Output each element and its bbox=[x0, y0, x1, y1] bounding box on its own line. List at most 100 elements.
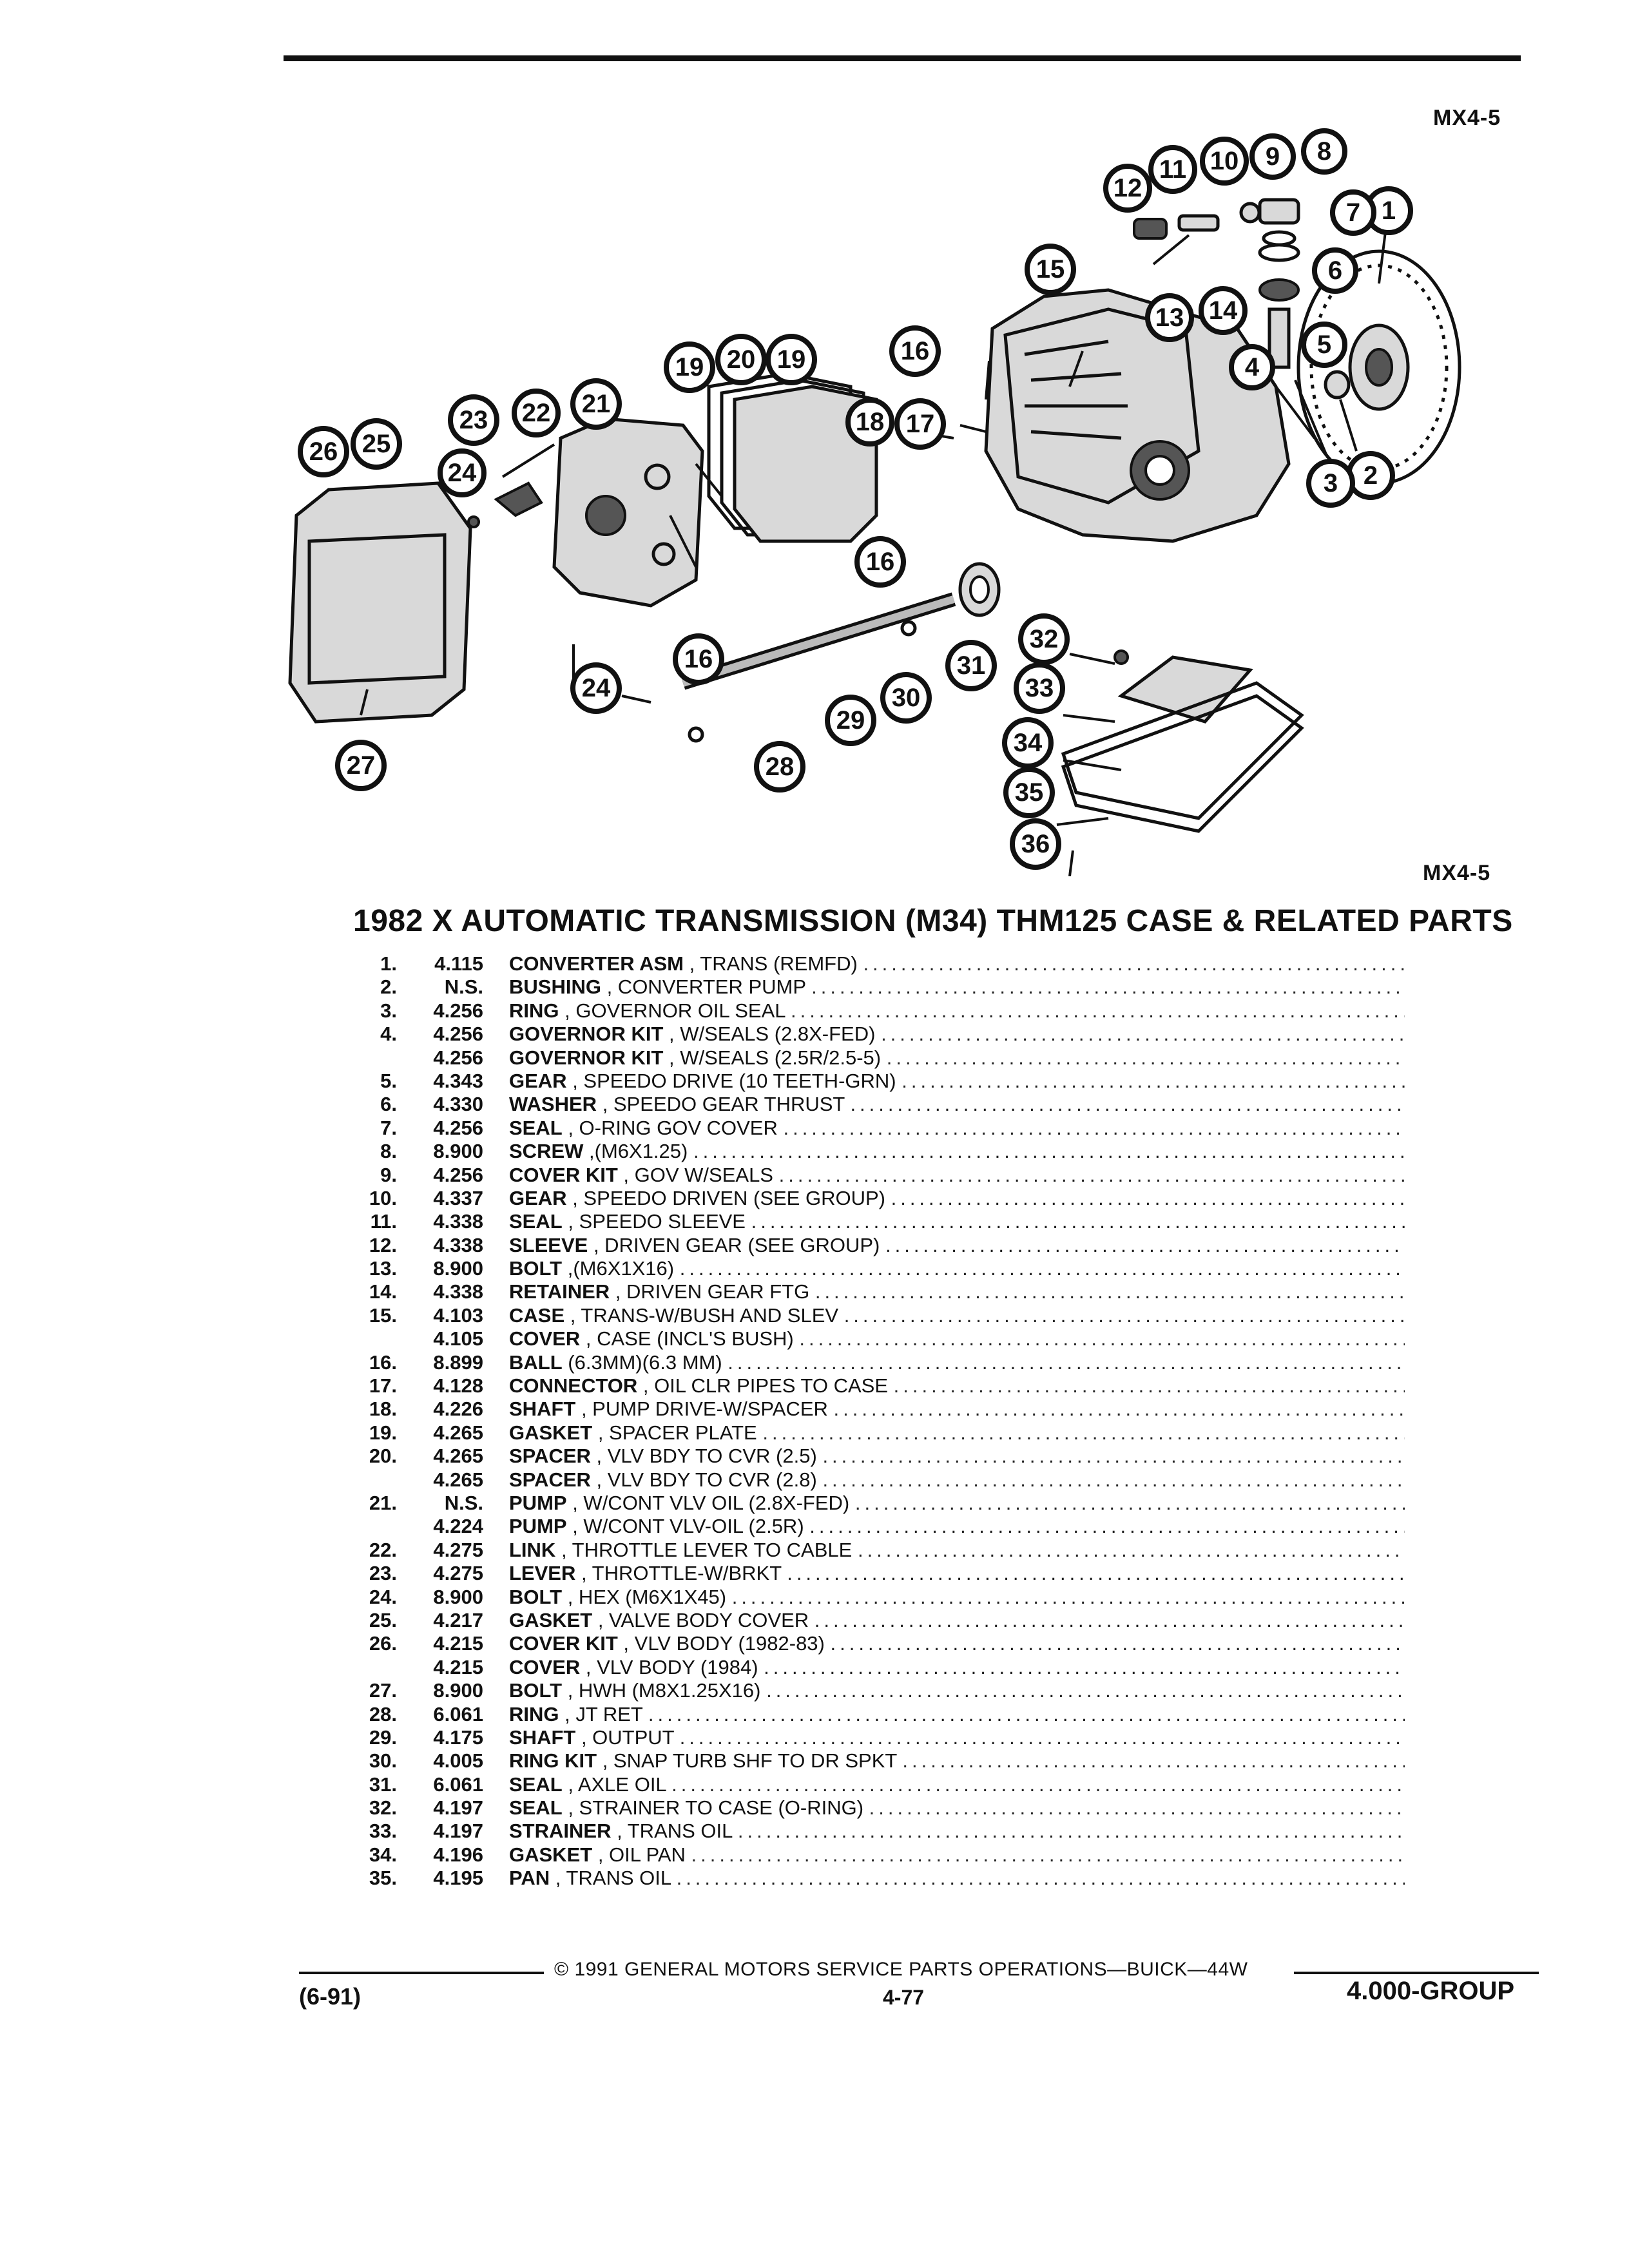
leader-dots: ........................................… bbox=[815, 1280, 1405, 1303]
item-number: 33. bbox=[369, 1820, 397, 1843]
leader-dots: ........................................… bbox=[822, 1445, 1405, 1468]
part-description: GOVERNOR KIT , W/SEALS (2.5R/2.5-5) ....… bbox=[509, 1046, 1405, 1070]
part-detail: , TRANS OIL bbox=[617, 1820, 733, 1843]
part-description: SEAL , SPEEDO SLEEVE ...................… bbox=[509, 1210, 1405, 1233]
page-title: 1982 X AUTOMATIC TRANSMISSION (M34) THM1… bbox=[353, 904, 1513, 938]
group-code: 4.197 bbox=[433, 1796, 483, 1820]
svg-text:23: 23 bbox=[459, 406, 488, 434]
part-name: BALL bbox=[509, 1350, 563, 1374]
part-description: COVER KIT , GOV W/SEALS ................… bbox=[509, 1164, 1405, 1187]
part-detail: , THROTTLE-W/BRKT bbox=[581, 1562, 782, 1585]
part-name: SPACER bbox=[509, 1468, 591, 1491]
part-description: SEAL , AXLE OIL ........................… bbox=[509, 1773, 1405, 1796]
callout-18: 18 bbox=[845, 398, 894, 447]
transmission-case bbox=[984, 288, 1291, 543]
part-description: CONVERTER ASM , TRANS (REMFD) ..........… bbox=[509, 952, 1405, 975]
callout-9: 9 bbox=[1249, 133, 1296, 180]
part-name: GASKET bbox=[509, 1843, 593, 1866]
group-code: 4.275 bbox=[433, 1538, 483, 1561]
item-number: 9. bbox=[380, 1163, 397, 1186]
callout-19-b: 19 bbox=[766, 334, 817, 385]
part-name: RING bbox=[509, 1702, 559, 1725]
throttle-lever bbox=[467, 443, 555, 528]
group-code: 8.899 bbox=[433, 1350, 483, 1374]
part-detail: , OIL CLR PIPES TO CASE bbox=[642, 1374, 889, 1398]
svg-text:32: 32 bbox=[1030, 625, 1059, 653]
item-number: 20. bbox=[369, 1445, 397, 1468]
leader-dots: ........................................… bbox=[778, 1163, 1405, 1186]
group-code: 4.175 bbox=[433, 1725, 483, 1749]
svg-text:16: 16 bbox=[901, 337, 930, 365]
part-detail: , SPEEDO DRIVEN (SEE GROUP) bbox=[572, 1186, 885, 1209]
output-shaft bbox=[680, 562, 1001, 743]
group-label: 4.000-GROUP bbox=[1347, 1977, 1515, 2005]
part-description: WASHER , SPEEDO GEAR THRUST ............… bbox=[509, 1093, 1405, 1116]
part-detail: , SPEEDO DRIVE (10 TEETH-GRN) bbox=[572, 1069, 896, 1092]
leader-dots: ........................................… bbox=[737, 1820, 1405, 1843]
svg-text:26: 26 bbox=[309, 437, 338, 466]
svg-text:10: 10 bbox=[1210, 147, 1239, 175]
item-number: 28. bbox=[369, 1702, 397, 1725]
part-description: COVER , VLV BODY (1984) ................… bbox=[509, 1656, 1405, 1679]
part-description: COVER KIT , VLV BODY (1982-83) .........… bbox=[509, 1632, 1405, 1655]
callout-33: 33 bbox=[1014, 662, 1065, 714]
part-name: BOLT bbox=[509, 1257, 563, 1280]
leader-dots: ........................................… bbox=[854, 1491, 1405, 1514]
part-detail: , SPEEDO SLEEVE bbox=[568, 1210, 746, 1233]
svg-text:15: 15 bbox=[1036, 255, 1065, 284]
parts-list-row: 20. 4.265 SPACER , VLV BDY TO CVR (2.5) ..… bbox=[348, 1445, 1405, 1468]
svg-text:6: 6 bbox=[1328, 256, 1342, 285]
group-code: 4.265 bbox=[433, 1445, 483, 1468]
part-detail: , STRAINER TO CASE (O-RING) bbox=[568, 1796, 864, 1820]
svg-text:16: 16 bbox=[684, 645, 713, 673]
part-description: SHAFT , PUMP DRIVE-W/SPACER ............… bbox=[509, 1398, 1405, 1421]
part-detail: , TRANS OIL bbox=[555, 1867, 671, 1890]
part-detail: , AXLE OIL bbox=[568, 1773, 666, 1796]
svg-text:14: 14 bbox=[1209, 296, 1238, 325]
svg-text:7: 7 bbox=[1346, 198, 1360, 227]
part-name: COVER bbox=[509, 1655, 581, 1678]
part-detail: , SNAP TURB SHF TO DR SPKT bbox=[602, 1749, 897, 1773]
svg-text:34: 34 bbox=[1014, 729, 1043, 757]
item-number: 5. bbox=[380, 1069, 397, 1092]
part-name: WASHER bbox=[509, 1093, 597, 1116]
leader-dots: ........................................… bbox=[728, 1350, 1405, 1374]
item-number: 32. bbox=[369, 1796, 397, 1820]
part-description: BOLT ,(M6X1X16) ........................… bbox=[509, 1257, 1405, 1280]
parts-list-row: 22. 4.275 LINK , THROTTLE LEVER TO CABLE .… bbox=[348, 1539, 1405, 1562]
part-detail: , HWH (M8X1.25X16) bbox=[567, 1679, 761, 1702]
part-name: GEAR bbox=[509, 1186, 567, 1209]
part-description: LINK , THROTTLE LEVER TO CABLE .........… bbox=[509, 1539, 1405, 1562]
svg-text:5: 5 bbox=[1317, 331, 1331, 359]
part-description: COVER , CASE (INCL'S BUSH) .............… bbox=[509, 1327, 1405, 1350]
group-code: N.S. bbox=[444, 1491, 483, 1514]
part-detail: ,(M6X1.25) bbox=[589, 1140, 688, 1163]
leader-dots: ........................................… bbox=[885, 1233, 1405, 1256]
part-description: GASKET , SPACER PLATE ..................… bbox=[509, 1421, 1405, 1445]
group-code: 4.215 bbox=[433, 1655, 483, 1678]
part-description: SEAL , STRAINER TO CASE (O-RING) .......… bbox=[509, 1796, 1405, 1820]
svg-text:1: 1 bbox=[1382, 197, 1396, 225]
part-description: SPACER , VLV BDY TO CVR (2.5) ..........… bbox=[509, 1445, 1405, 1468]
part-description: RING , GOVERNOR OIL SEAL ...............… bbox=[509, 999, 1405, 1023]
part-detail: , CONVERTER PUMP bbox=[606, 975, 806, 999]
item-number: 22. bbox=[369, 1538, 397, 1561]
group-code: 4.103 bbox=[433, 1303, 483, 1327]
group-code: N.S. bbox=[444, 975, 483, 999]
leader-dots: ........................................… bbox=[766, 1679, 1405, 1702]
parts-list-row: 2.N.S.BUSHING , CONVERTER PUMP .........… bbox=[348, 975, 1405, 999]
exploded-parts-diagram: 1 2 3 4 5 6 7 8 9 10 11 12 13 14 15 16 1… bbox=[288, 128, 1461, 876]
part-description: SLEEVE , DRIVEN GEAR (SEE GROUP) .......… bbox=[509, 1234, 1405, 1257]
item-number: 10. bbox=[369, 1186, 397, 1209]
leader-dots: ........................................… bbox=[850, 1093, 1405, 1116]
svg-text:24: 24 bbox=[582, 674, 611, 702]
leader-dots: ........................................… bbox=[764, 1655, 1405, 1678]
callout-35: 35 bbox=[1003, 767, 1055, 818]
callout-2: 2 bbox=[1346, 451, 1395, 500]
part-description: SHAFT , OUTPUT .........................… bbox=[509, 1726, 1405, 1749]
part-detail: , TRANS (REMFD) bbox=[689, 952, 858, 975]
svg-text:35: 35 bbox=[1015, 778, 1044, 807]
